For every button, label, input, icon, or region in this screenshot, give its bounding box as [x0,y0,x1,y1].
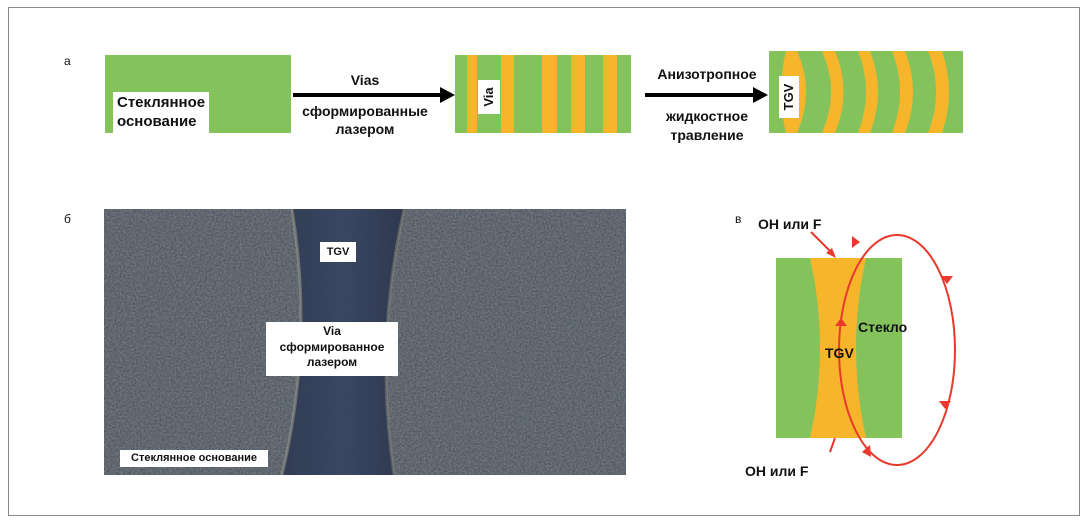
flow-loop [838,234,956,466]
tgv-label-c: TGV [825,345,854,361]
glass-substrate-label: Стеклянное основание [113,92,210,134]
arrow-1-bottom-label: сформированные лазером [290,103,440,138]
panel-letter-b: б [64,212,71,226]
via-laser-label: Via сформированное лазером [266,322,398,376]
via-line1: Via [323,324,341,338]
arrow-1-line3: лазером [335,120,395,137]
glass-label-c: Стекло [858,319,908,335]
via-line2: сформированное [279,339,385,354]
loop-arrowhead-3 [862,445,871,457]
glass-label-line1: Стеклянное [117,94,206,111]
tgv-channel-c [810,258,866,438]
arrow-2-top-label: Анизотропное [657,66,757,82]
flow-arrow-bottom [829,437,836,453]
arrow-2-line2: жидкостное [665,108,749,124]
figure-frame [8,7,1080,516]
micrograph-photo: TGV Via сформированное лазером Стеклянно… [104,209,626,475]
glass-substrate-label-b: Стеклянное основание [120,450,268,467]
loop-arrowhead-2 [939,401,951,409]
oh-or-f-bottom-label: OH или F [745,463,809,479]
via-block [455,55,631,133]
tgv-block [769,51,963,133]
loop-arrowhead-1 [941,276,953,284]
arrow-2-line3: травление [670,126,744,143]
glass-label-line2: основание [117,112,197,130]
loop-arrowhead-5 [852,236,860,248]
arrow-1-top-label: Vias [350,72,380,88]
tgv-label-box: TGV [779,76,799,118]
tgv-label-b: TGV [320,242,356,262]
oh-or-f-top-label: OH или F [758,216,822,232]
arrow-1-line2: сформированные [302,103,428,119]
via-label-box: Via [478,80,500,114]
arrow-2-head [753,87,768,103]
panel-letter-a: а [64,54,71,68]
via-line3: лазером [306,355,358,370]
arrow-1-head [440,87,455,103]
loop-arrowhead-4 [835,318,847,326]
panel-letter-c: в [735,212,742,226]
arrow-2-bottom-label: жидкостное травление [642,107,772,145]
